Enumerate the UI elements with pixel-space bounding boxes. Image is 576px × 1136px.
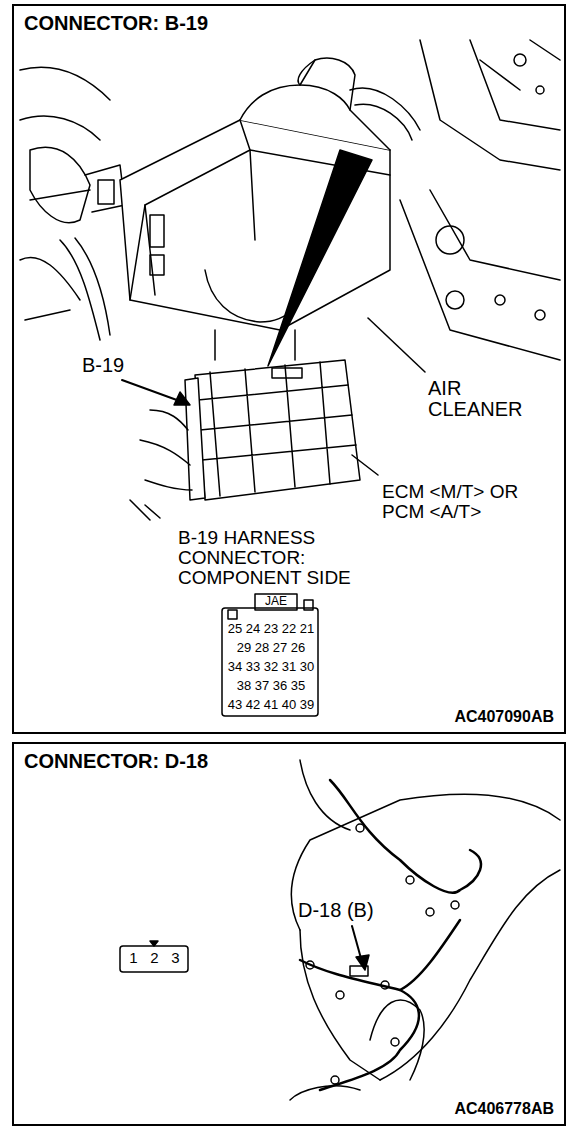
pin-number: 41 (262, 698, 280, 712)
pin-number: 30 (298, 660, 316, 674)
pin-number: 33 (244, 660, 262, 674)
pin-number: 28 (253, 641, 271, 655)
pin-number: 35 (289, 679, 307, 693)
pin-number: 36 (271, 679, 289, 693)
connector-name: B-19 (82, 355, 152, 376)
part-name: AIR CLEANER (428, 378, 553, 420)
pin-number: 25 (226, 622, 244, 636)
view-note: B-19 HARNESS CONNECTOR: COMPONENT SIDE (178, 528, 398, 588)
pin-number: 40 (280, 698, 298, 712)
pin-number: 21 (298, 622, 316, 636)
maker-mark: JAE (255, 595, 297, 608)
pin-number: 22 (280, 622, 298, 636)
pin-number: 3 (166, 950, 185, 966)
pin-number: 43 (226, 698, 244, 712)
pin-number: 34 (226, 660, 244, 674)
figure-code: AC407090AB (454, 708, 554, 726)
pin-number: 39 (298, 698, 316, 712)
connector-name: D-18 (B) (298, 900, 388, 921)
pin-number: 37 (253, 679, 271, 693)
pin-number: 26 (289, 641, 307, 655)
pin-number: 24 (244, 622, 262, 636)
pin-number: 38 (235, 679, 253, 693)
panel-heading: CONNECTOR: D-18 (24, 750, 208, 772)
connector-panel: CONNECTOR: D-18AC406778AB (12, 742, 566, 1126)
pin-number: 1 (124, 950, 143, 966)
panel-heading: CONNECTOR: B-19 (24, 12, 208, 34)
pin-number: 32 (262, 660, 280, 674)
figure-code: AC406778AB (454, 1100, 554, 1118)
pin-number: 31 (280, 660, 298, 674)
pin-number: 23 (262, 622, 280, 636)
pin-number: 2 (145, 950, 164, 966)
pin-number: 29 (235, 641, 253, 655)
part-name: ECM <M/T> OR PCM <A/T> (382, 482, 550, 522)
pin-number: 42 (244, 698, 262, 712)
pin-number: 27 (271, 641, 289, 655)
